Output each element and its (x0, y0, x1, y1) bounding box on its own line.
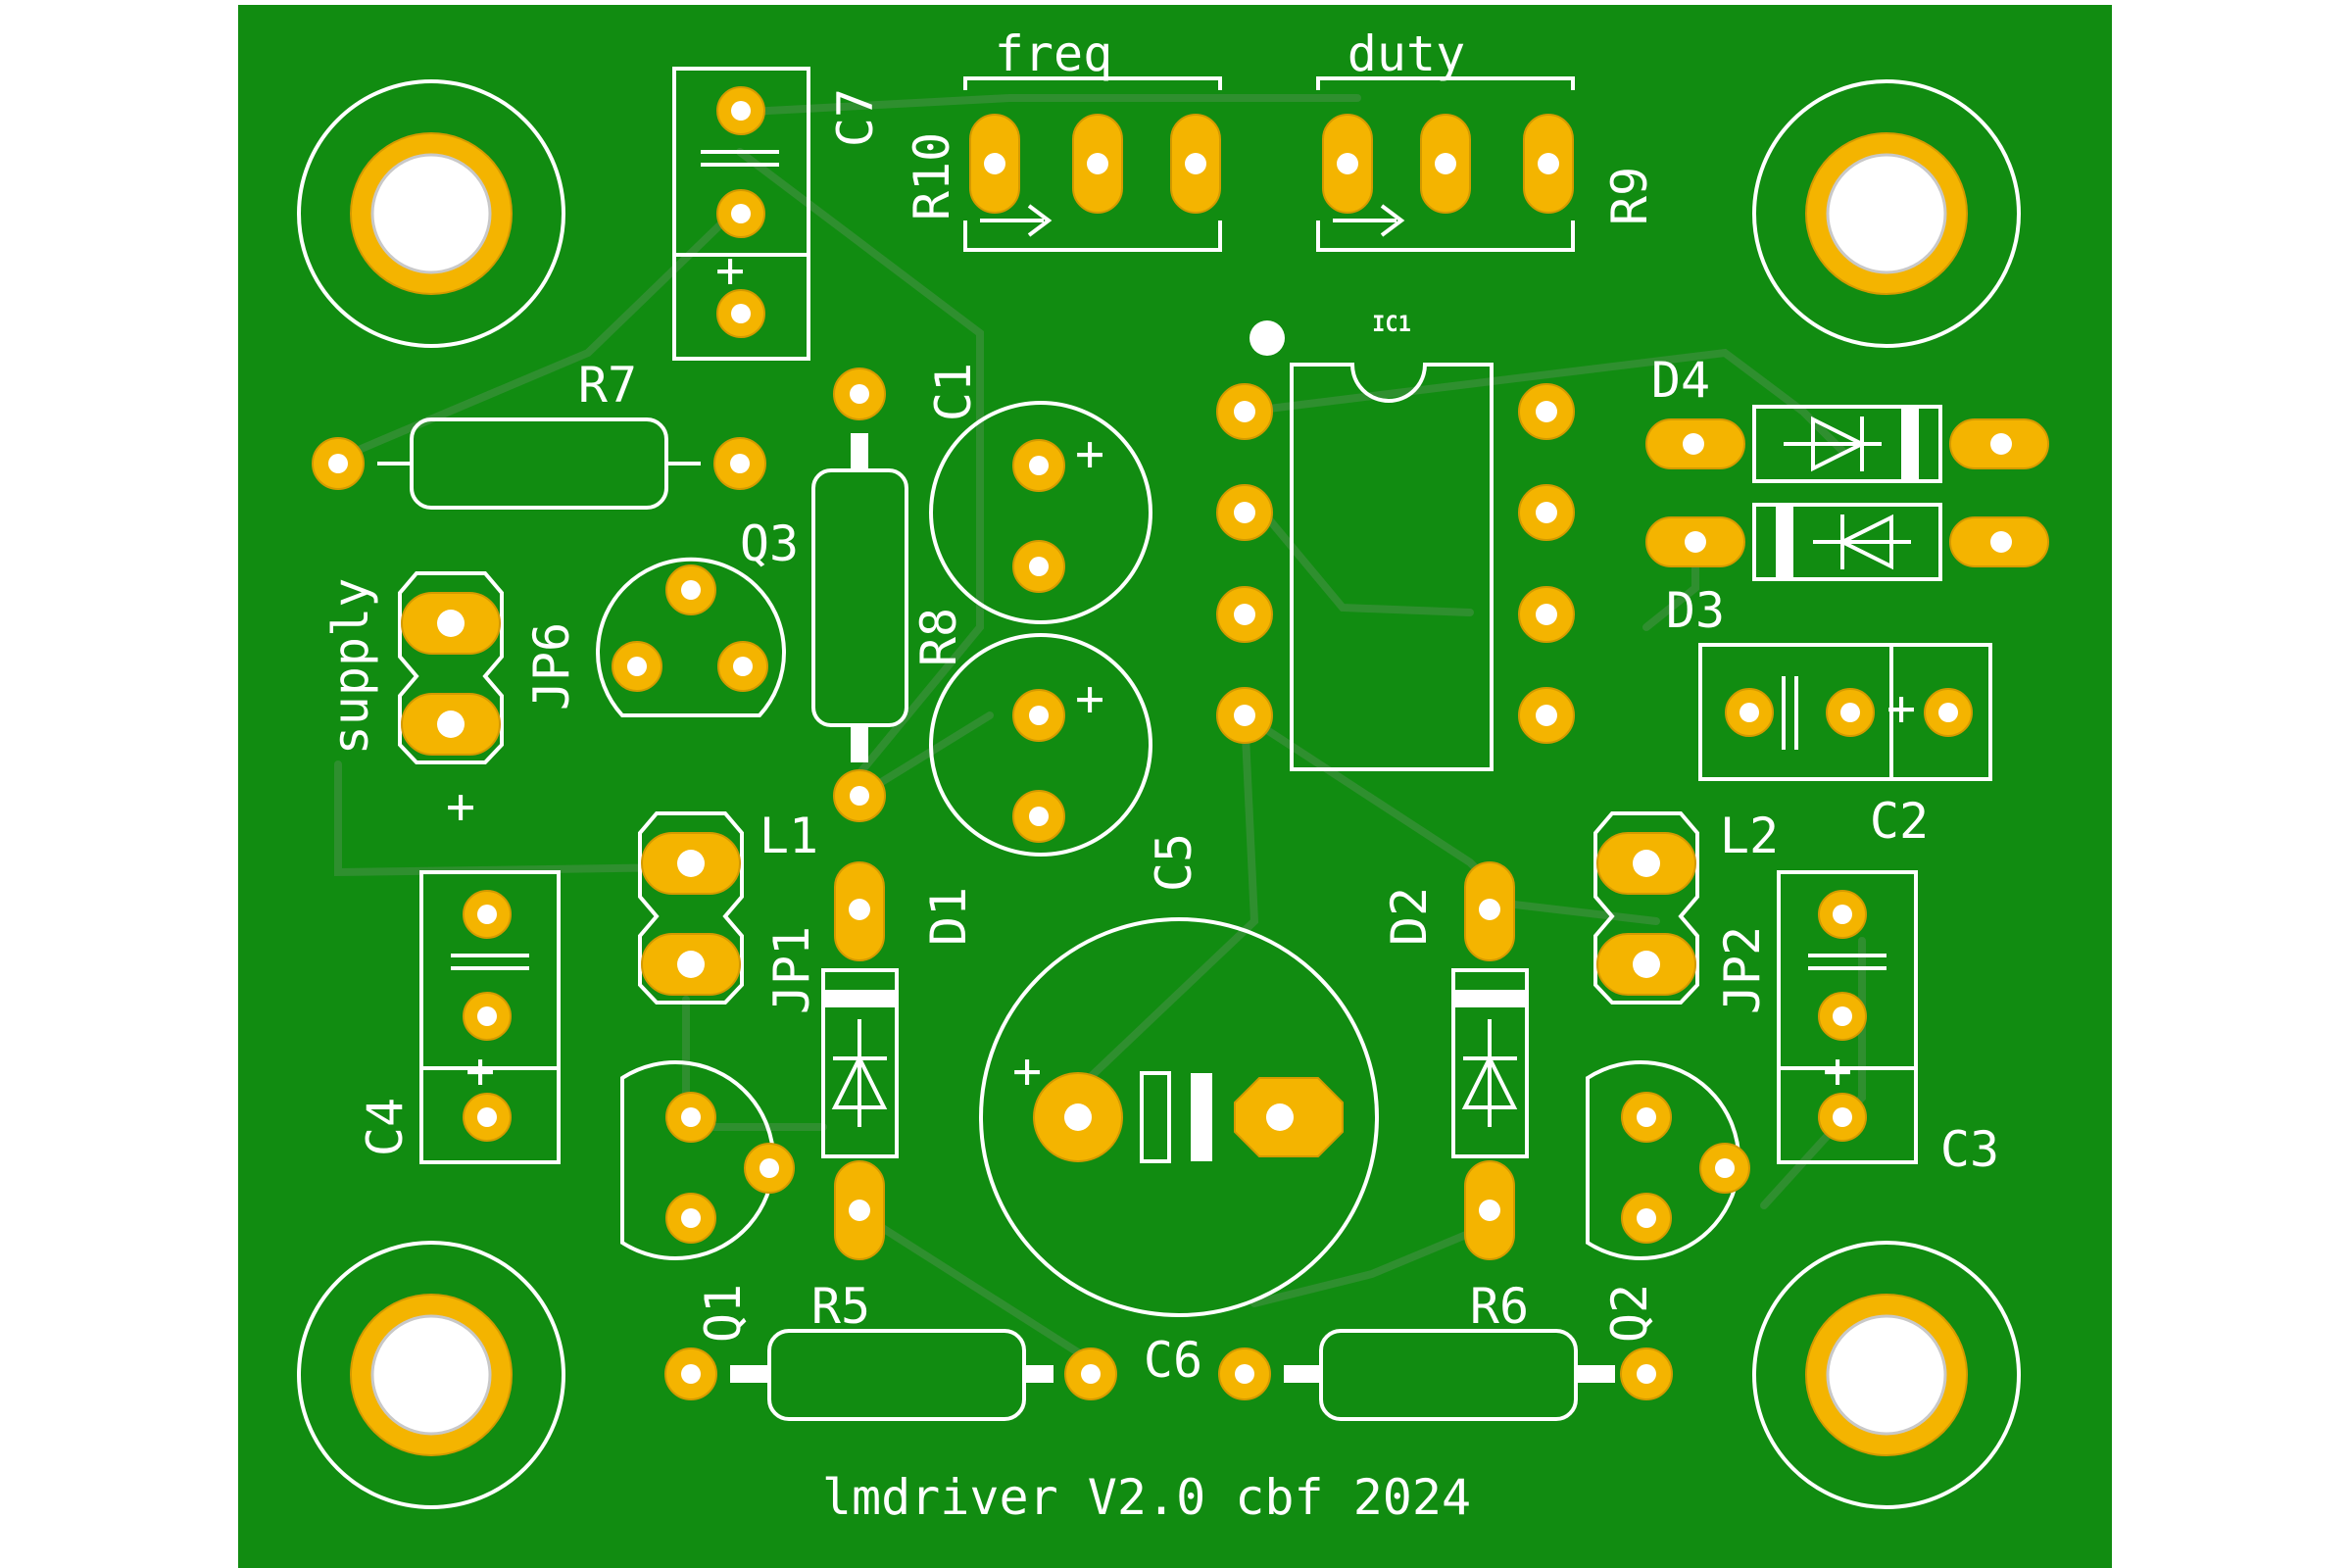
component-l2: L2 JP2 (1593, 808, 1779, 1014)
jp6-plus-mark: + (446, 778, 475, 835)
component-r8: R8 (811, 433, 967, 822)
mounting-holes (297, 79, 2021, 1509)
mounting-hole-top-right (1752, 79, 2021, 348)
component-c5: C5 + (979, 833, 1379, 1317)
label-r6: R6 (1470, 1278, 1529, 1335)
component-r7: R7 (312, 357, 766, 510)
component-r10: freq R10 (904, 25, 1222, 252)
component-c2: + C2 (1698, 643, 1992, 850)
component-l1: L1 JP1 (638, 808, 820, 1014)
component-c4: + C4 (357, 870, 561, 1164)
label-d4: D4 (1651, 352, 1710, 409)
label-c6: C6 (1144, 1332, 1202, 1389)
mounting-hole-bottom-left (297, 1241, 565, 1509)
label-c5: C5 (1146, 833, 1202, 892)
mounting-hole-top-left (297, 79, 565, 348)
label-freq: freq (995, 25, 1112, 82)
label-c3: C3 (1940, 1121, 1999, 1178)
component-ic1: IC1 (1216, 313, 1575, 771)
c5-plus-mark: + (1012, 1043, 1042, 1100)
component-q2: Q2 (1586, 1060, 1750, 1343)
component-c3: + C3 (1777, 870, 1999, 1178)
label-c4: C4 (357, 1098, 414, 1156)
label-q1: Q1 (695, 1284, 752, 1343)
component-r5: R5 C6 (664, 1278, 1202, 1421)
label-c2: C2 (1870, 793, 1929, 850)
ic1-pads (1216, 383, 1575, 744)
label-d1: D1 (920, 887, 977, 946)
board-title: lmdriver V2.0 cbf 2024 (822, 1469, 1471, 1526)
c3-plus-mark: + (1823, 1043, 1852, 1100)
label-ic1: IC1 (1372, 313, 1411, 337)
label-r9: R9 (1601, 167, 1658, 225)
label-supply: supply (322, 578, 379, 756)
label-jp1: JP1 (763, 926, 820, 1014)
label-r8: R8 (910, 608, 967, 666)
component-d4: D4 (1645, 352, 2049, 483)
c1-plus-mark: + (1075, 425, 1104, 482)
component-d2: D2 (1381, 861, 1529, 1260)
label-d3: D3 (1666, 582, 1725, 639)
label-jp2: JP2 (1714, 926, 1771, 1014)
component-jp6: supply JP6 + (322, 571, 580, 835)
label-q2: Q2 (1601, 1284, 1658, 1343)
label-r10: R10 (904, 132, 960, 220)
component-r6: R6 (1218, 1278, 1673, 1421)
component-r9: duty R9 (1316, 25, 1658, 252)
label-l2: L2 (1720, 808, 1779, 864)
board-substrate (238, 5, 2112, 1568)
component-d3: D3 (1645, 503, 2049, 639)
c2-plus-mark: + (1886, 680, 1916, 737)
label-r7: R7 (578, 357, 637, 414)
label-l1: L1 (760, 808, 818, 864)
component-c1: C1 + (833, 363, 1152, 624)
label-q3: Q3 (740, 515, 799, 572)
label-d2: D2 (1381, 887, 1438, 946)
component-c5-small: + (929, 633, 1152, 857)
component-d1: D1 (821, 861, 977, 1260)
component-q3: Q3 (596, 515, 799, 717)
c5-small-plus-mark: + (1075, 670, 1104, 727)
label-jp6: JP6 (523, 622, 580, 710)
component-q1: Q1 (620, 1060, 795, 1343)
label-duty: duty (1348, 25, 1465, 82)
c4-plus-mark: + (466, 1043, 495, 1100)
label-r5: R5 (811, 1278, 870, 1335)
label-c1: C1 (925, 363, 982, 421)
mounting-hole-bottom-right (1752, 1241, 2021, 1509)
label-c7: C7 (827, 88, 884, 147)
component-c7: + C7 (672, 67, 884, 361)
